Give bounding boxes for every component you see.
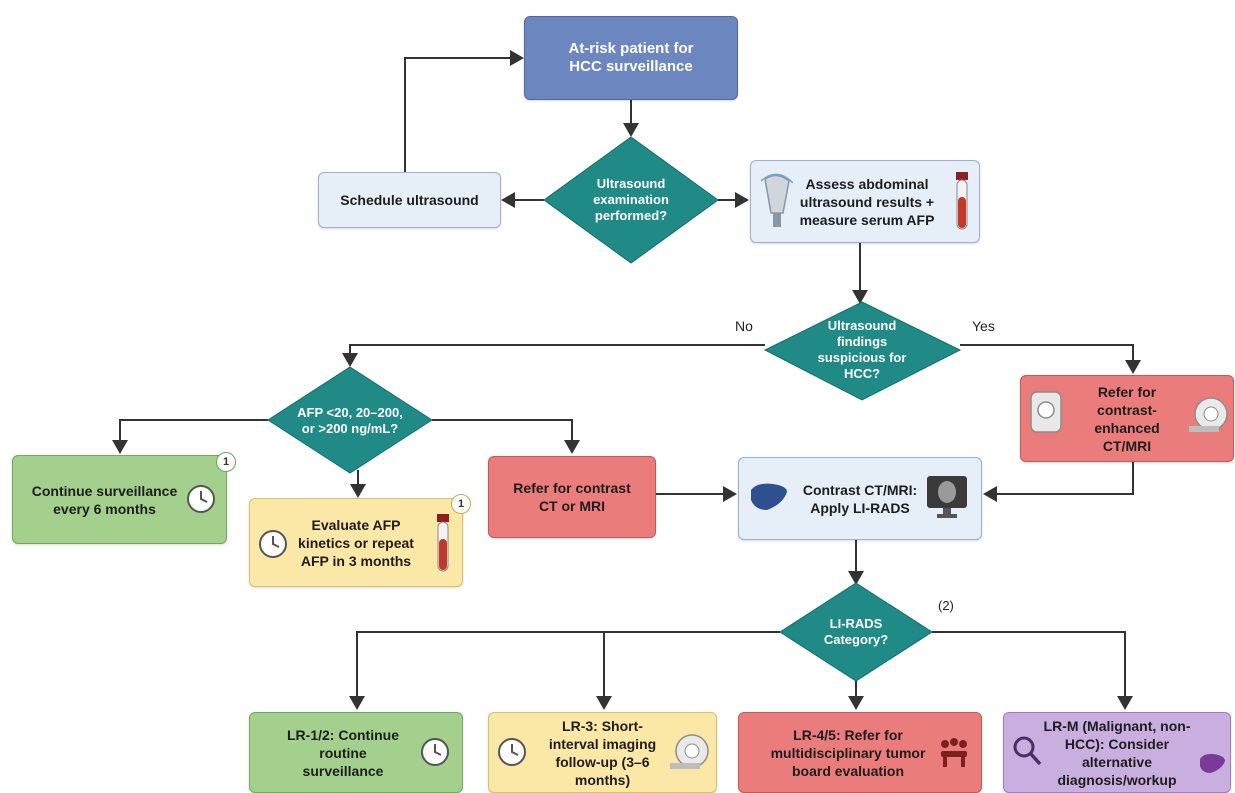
start-label: At-risk patient for HCC surveillance [568,40,694,75]
lr45-label: LR-4/5: Refer for multidisciplinary tumo… [770,726,926,779]
continue-surveillance-label: Continue surveillance every 6 months [31,482,178,517]
evaluate-afp-node: Evaluate AFP kinetics or repeat AFP in 3… [249,498,463,587]
note-badge-1: 1 [216,452,236,472]
arrow-lirads-to-lrm [932,631,1133,710]
liver-icon [751,483,787,510]
edge-label-no: No [735,318,753,334]
arrow-suspicious-yes [960,344,1141,374]
evaluate-afp-label: Evaluate AFP kinetics or repeat AFP in 3… [298,516,414,569]
us-performed-label: Ultrasound examination performed? [593,176,669,223]
assess-node: Assess abdominal ultrasound results + me… [750,160,980,243]
continue-surveillance-node: Continue surveillance every 6 months [12,455,227,544]
monitor-icon [927,476,967,518]
refer-ce-label: Refer for contrast-enhanced CT/MRI [1094,383,1160,454]
refer-ct-node: Refer for contrast CT or MRI [488,456,656,538]
diamond-lirads [779,582,933,682]
lrm-label: LR-M (Malignant, non-HCC): Consider alte… [1043,717,1191,788]
magnifier-icon [1013,736,1042,766]
afp-levels-label: AFP <20, 20–200, or >200 ng/mL? [297,405,403,436]
lirads-category-label: LI-RADS Category? [823,616,889,647]
ct-lirads-node: Contrast CT/MRI: Apply LI-RADS [738,457,982,540]
schedule-ultrasound-label: Schedule ultrasound [340,192,479,208]
edge-label-yes: Yes [972,318,995,334]
lr3-label: LR-3: Short-interval imaging follow-up (… [548,717,657,788]
clock-icon [187,485,215,513]
clock-icon [421,738,449,766]
lrm-node: LR-M (Malignant, non-HCC): Consider alte… [1003,712,1231,793]
clock-icon [498,738,526,766]
clock-icon [259,530,287,558]
arrow-ce-to-ct [983,462,1134,502]
start-node: At-risk patient for HCC surveillance [524,16,738,100]
ct-scanner-icon [1189,397,1228,432]
lr3-node: LR-3: Short-interval imaging follow-up (… [488,712,717,793]
blood-tube-icon [956,172,968,230]
refer-ce-node: Refer for contrast-enhanced CT/MRI [1020,375,1234,462]
liver-icon [1200,753,1225,773]
lr12-node: LR-1/2: Continue routine surveillance [249,712,463,793]
ultrasound-probe-icon [760,173,793,227]
ct-scanner-icon [670,734,709,769]
arrow-afp-to-continue [112,419,268,454]
diamond-us-performed [543,136,719,264]
schedule-ultrasound-node: Schedule ultrasound [318,172,501,228]
arrow-afp-to-refer [432,419,580,454]
arrow-suspicious-no [342,344,765,367]
lr45-node: LR-4/5: Refer for multidisciplinary tumo… [738,712,982,793]
us-suspicious-label: Ultrasound findings suspicious for HCC? [817,318,907,381]
team-meeting-icon [941,738,967,767]
note-badge-1b: 1 [451,494,471,514]
blood-tube-icon [437,514,449,572]
diamond-afp-levels [267,366,433,474]
diamond-us-suspicious [763,301,962,401]
refer-ct-label: Refer for contrast CT or MRI [513,480,631,514]
assess-label: Assess abdominal ultrasound results + me… [799,175,935,228]
ct-lirads-label: Contrast CT/MRI: Apply LI-RADS [802,481,918,516]
arrow-lirads-to-lr12 [349,631,780,710]
arrow-schedule-to-start [404,50,524,172]
note-2: (2) [938,598,954,613]
ct-scanner-icon [1030,391,1062,433]
lr12-label: LR-1/2: Continue routine surveillance [287,726,399,779]
